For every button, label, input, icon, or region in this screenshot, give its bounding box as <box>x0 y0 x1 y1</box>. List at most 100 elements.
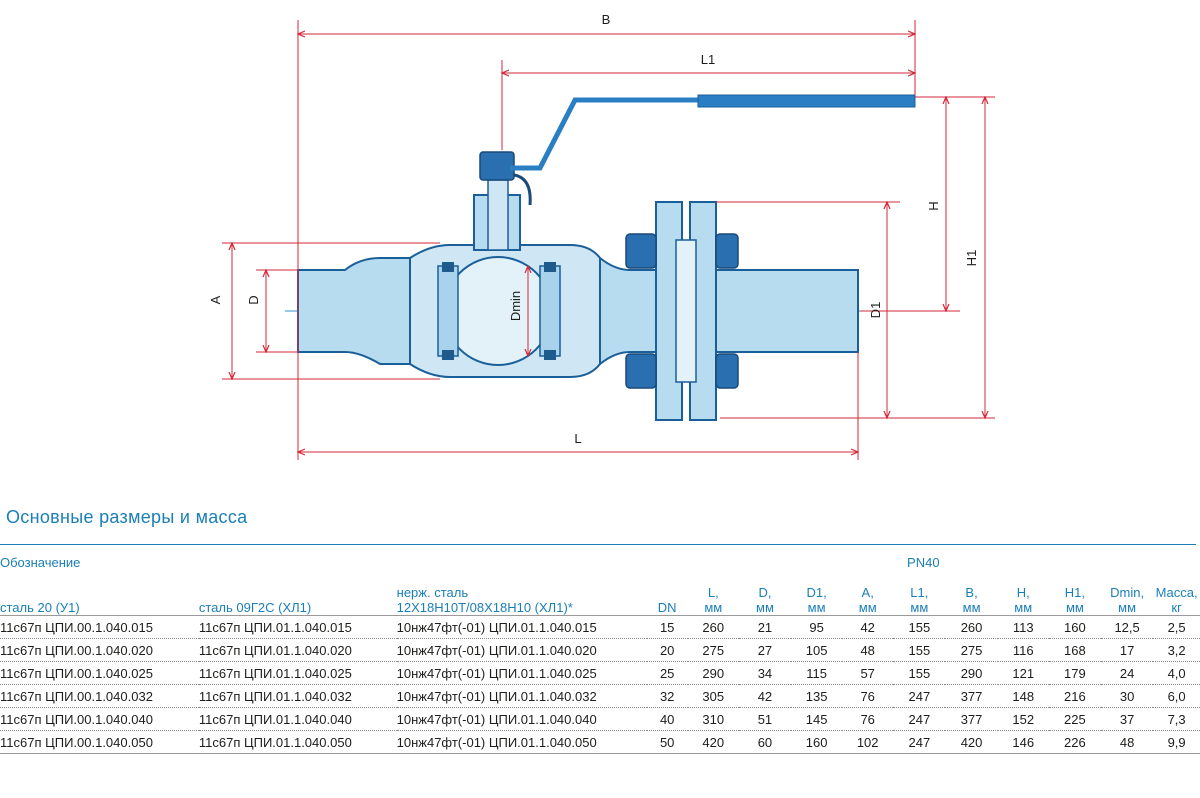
table-cell: 247 <box>893 707 946 731</box>
dim-label-D1: D1 <box>868 302 883 319</box>
table-cell: 21 <box>738 615 792 639</box>
table-cell: 11с67п ЦПИ.01.1.040.050 <box>198 730 397 754</box>
col-dn: DN <box>657 600 677 615</box>
table-cell: 17 <box>1100 638 1154 662</box>
table-cell: 115 <box>791 661 843 685</box>
table-cell: 11с67п ЦПИ.01.1.040.025 <box>198 661 397 685</box>
designation-label: Обозначение <box>0 554 81 570</box>
table-cell: 27 <box>738 638 792 662</box>
table-cell: 20 <box>646 638 688 662</box>
col-steel20: сталь 20 (У1) <box>0 600 80 615</box>
col-H1: H1,мм <box>1064 585 1085 615</box>
table-cell: 160 <box>791 730 843 754</box>
table-cell: 275 <box>687 638 739 662</box>
table-cell: 11с67п ЦПИ.01.1.040.015 <box>198 615 397 639</box>
table-cell: 10нж47фт(-01) ЦПИ.01.1.040.020 <box>396 638 647 662</box>
table-cell: 420 <box>687 730 739 754</box>
header-row-columns: сталь 20 (У1) сталь 09Г2С (ХЛ1) нерж. ст… <box>0 575 1200 616</box>
dim-label-Dmin: Dmin <box>508 291 523 321</box>
left-seat <box>437 265 459 357</box>
table-cell: 4,0 <box>1153 661 1200 685</box>
table-cell: 155 <box>893 638 946 662</box>
table-cell: 116 <box>997 638 1049 662</box>
table-cell: 9,9 <box>1153 730 1200 754</box>
table-cell: 76 <box>842 707 894 731</box>
table-cell: 10нж47фт(-01) ЦПИ.01.1.040.040 <box>396 707 647 731</box>
table-cell: 377 <box>945 684 998 708</box>
table-cell: 95 <box>791 615 843 639</box>
col-stainless-line2: 12Х18Н10Т/08Х18Н10 (ХЛ1)* <box>396 600 573 615</box>
col-L: L,мм <box>704 585 723 615</box>
col-D: D,мм <box>756 585 774 615</box>
table-cell: 247 <box>893 730 946 754</box>
table-cell: 32 <box>646 684 688 708</box>
right-pipe <box>599 255 661 367</box>
table-cell: 10нж47фт(-01) ЦПИ.01.1.040.032 <box>396 684 647 708</box>
dim-label-H1: H1 <box>964 250 979 267</box>
table-cell: 25 <box>646 661 688 685</box>
table-cell: 305 <box>687 684 739 708</box>
bolt-top-left <box>625 233 657 269</box>
table-cell: 148 <box>997 684 1049 708</box>
table-cell: 6,0 <box>1153 684 1200 708</box>
table-cell: 11с67п ЦПИ.00.1.040.020 <box>0 638 199 662</box>
outlet-pipe <box>715 269 859 353</box>
table-cell: 57 <box>842 661 894 685</box>
table-cell: 226 <box>1048 730 1101 754</box>
dim-label-D: D <box>246 295 261 304</box>
table-cell: 34 <box>738 661 792 685</box>
pn-label: PN40 <box>907 554 940 570</box>
valve-ball <box>443 256 553 366</box>
spec-table: Обозначение PN40 сталь 20 (У1) сталь 09Г… <box>0 549 1200 754</box>
table-cell: 11с67п ЦПИ.01.1.040.032 <box>198 684 397 708</box>
col-H: H,мм <box>1014 585 1033 615</box>
col-stainless-line1: нерж. сталь <box>396 585 469 600</box>
table-cell: 15 <box>646 615 688 639</box>
section-title: Основные размеры и масса <box>6 507 248 527</box>
col-stainless: нерж. сталь 12Х18Н10Т/08Х18Н10 (ХЛ1)* <box>397 575 647 616</box>
table-cell: 247 <box>893 684 946 708</box>
table-cell: 30 <box>1100 684 1154 708</box>
table-cell: 11с67п ЦПИ.01.1.040.040 <box>198 707 397 731</box>
table-cell: 42 <box>738 684 792 708</box>
table-cell: 11с67п ЦПИ.00.1.040.015 <box>0 615 199 639</box>
table-cell: 102 <box>842 730 894 754</box>
table-cell: 7,3 <box>1153 707 1200 731</box>
table-cell: 260 <box>945 615 998 639</box>
table-cell: 113 <box>997 615 1049 639</box>
table-cell: 11с67п ЦПИ.00.1.040.032 <box>0 684 199 708</box>
table-cell: 105 <box>791 638 843 662</box>
valve-drawing: B L1 H H1 D1 A D Dmin L <box>208 12 995 460</box>
dim-label-B: B <box>602 12 611 27</box>
table-cell: 121 <box>997 661 1049 685</box>
title-rule <box>0 544 1196 545</box>
dim-label-A: A <box>208 295 223 304</box>
table-cell: 168 <box>1048 638 1101 662</box>
table-cell: 11с67п ЦПИ.00.1.040.025 <box>0 661 199 685</box>
table-cell: 3,2 <box>1153 638 1200 662</box>
table-cell: 179 <box>1048 661 1101 685</box>
table-cell: 290 <box>945 661 998 685</box>
header-row-top: Обозначение PN40 <box>0 549 1200 575</box>
table-cell: 51 <box>738 707 792 731</box>
table-cell: 216 <box>1048 684 1101 708</box>
table-cell: 37 <box>1100 707 1154 731</box>
col-A: A,мм <box>858 585 877 615</box>
table-cell: 160 <box>1048 615 1101 639</box>
stem-nut <box>479 151 515 181</box>
table-cell: 76 <box>842 684 894 708</box>
table-cell: 48 <box>842 638 894 662</box>
bolt-bottom-right <box>715 353 739 389</box>
table-cell: 10нж47фт(-01) ЦПИ.01.1.040.015 <box>396 615 647 639</box>
table-cell: 260 <box>687 615 739 639</box>
table-cell: 24 <box>1100 661 1154 685</box>
table-cell: 10нж47фт(-01) ЦПИ.01.1.040.050 <box>396 730 647 754</box>
col-steel09: сталь 09Г2С (ХЛ1) <box>198 600 312 615</box>
table-cell: 420 <box>945 730 998 754</box>
right-seat <box>539 265 561 357</box>
